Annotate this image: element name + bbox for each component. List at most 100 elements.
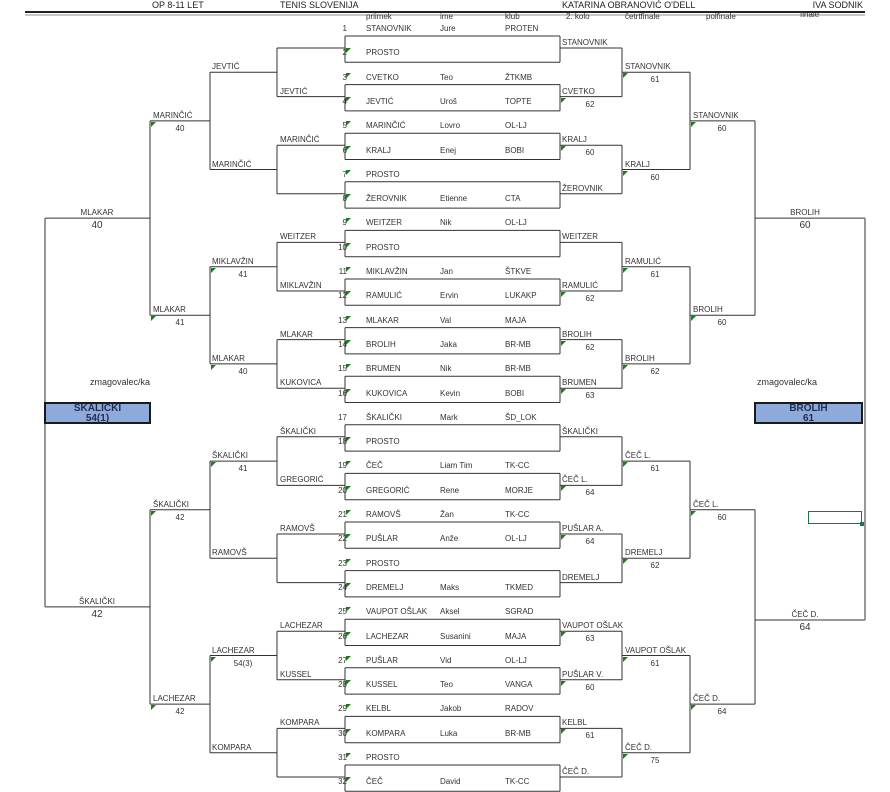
player-club[interactable]: MORJE (505, 485, 533, 495)
right-semifinal-score[interactable]: 64 (717, 707, 727, 717)
right-quarterfinal-score[interactable]: 62 (650, 366, 660, 376)
left-round2-name[interactable]: KUKOVICA (280, 378, 322, 388)
player-club[interactable]: PROTEN (505, 24, 539, 33)
player-first-name[interactable]: Lovro (440, 121, 461, 131)
left-quarterfinal-name[interactable]: KOMPARA (212, 742, 252, 752)
player-club[interactable]: TOPTE (505, 96, 532, 106)
right-round2-name[interactable]: ŠKALIČKI (562, 426, 599, 436)
player-surname[interactable]: CVETKO (366, 72, 399, 82)
player-club[interactable]: MAJA (505, 631, 527, 641)
player-surname[interactable]: PROSTO (366, 169, 400, 179)
left-quarterfinal-name[interactable]: MIKLAVŽIN (212, 256, 254, 266)
left-final-score[interactable]: 40 (91, 220, 103, 232)
left-semifinal-name[interactable]: ŠKALIČKI (153, 499, 190, 509)
player-club[interactable]: MAJA (505, 315, 527, 325)
player-surname[interactable]: MIKLAVŽIN (366, 267, 408, 276)
player-first-name[interactable]: Teo (440, 72, 453, 82)
left-final-score[interactable]: 42 (91, 608, 103, 620)
left-round2-name[interactable]: JEVTIĆ (280, 86, 308, 96)
left-semifinal-score[interactable]: 42 (175, 707, 185, 717)
player-surname[interactable]: JEVTIĆ (366, 96, 394, 106)
left-quarterfinal-score[interactable]: 54(3) (233, 658, 253, 668)
player-surname[interactable]: STANOVNIK (366, 24, 412, 33)
left-round2-name[interactable]: MLAKAR (280, 329, 313, 339)
player-first-name[interactable]: Luka (440, 728, 458, 738)
fill-handle[interactable] (860, 522, 864, 526)
player-first-name[interactable]: Nik (440, 218, 452, 228)
right-semifinal-name[interactable]: BROLIH (693, 305, 723, 315)
right-round2-name[interactable]: KRALJ (562, 135, 587, 145)
right-semifinal-name[interactable]: STANOVNIK (693, 110, 739, 120)
player-surname[interactable]: PROSTO (366, 242, 400, 252)
player-first-name[interactable]: Jakob (440, 704, 462, 714)
player-club[interactable]: ŠD_LOK (505, 412, 537, 422)
player-first-name[interactable]: Susanini (440, 631, 471, 641)
player-first-name[interactable]: David (440, 777, 461, 787)
right-round2-name[interactable]: PUŠLAR A. (562, 524, 604, 533)
left-quarterfinal-name[interactable]: JEVTIĆ (212, 62, 240, 72)
left-final-name[interactable]: ŠKALIČKI (78, 596, 116, 606)
right-quarterfinal-score[interactable]: 61 (650, 464, 660, 474)
right-quarterfinal-score[interactable]: 60 (650, 172, 660, 182)
left-winner-box[interactable]: ŠKALICKI 54(1) (44, 402, 151, 424)
right-round2-name[interactable]: DREMELJ (562, 572, 600, 582)
player-club[interactable]: OL-LJ (505, 534, 527, 544)
player-club[interactable]: CTA (505, 194, 521, 204)
left-quarterfinal-name[interactable]: RAMOVŠ (212, 548, 247, 558)
right-round2-name[interactable]: BRUMEN (562, 378, 597, 388)
player-first-name[interactable]: Nik (440, 364, 452, 374)
right-quarterfinal-score[interactable]: 75 (650, 755, 660, 765)
player-surname[interactable]: GREGORIĆ (366, 485, 410, 495)
left-round2-name[interactable]: ŠKALIČKI (280, 426, 317, 436)
player-club[interactable]: SGRAD (505, 607, 534, 617)
player-club[interactable]: TK-CC (505, 461, 530, 471)
right-quarterfinal-score[interactable]: 62 (650, 561, 660, 571)
right-round2-score[interactable]: 62 (585, 99, 595, 109)
left-semifinal-score[interactable]: 42 (175, 512, 185, 522)
player-surname[interactable]: BRUMEN (366, 364, 401, 374)
right-round2-name[interactable]: ČEČ L. (562, 475, 588, 485)
player-surname[interactable]: KUSSEL (366, 680, 398, 690)
player-first-name[interactable]: Aksel (440, 607, 460, 617)
player-surname[interactable]: WEITZER (366, 218, 402, 228)
right-round2-name[interactable]: ŽEROVNIK (562, 183, 603, 193)
left-round2-name[interactable]: WEITZER (280, 232, 316, 242)
right-final-score[interactable]: 64 (799, 622, 811, 633)
left-quarterfinal-score[interactable]: 41 (238, 464, 248, 474)
right-quarterfinal-score[interactable]: 61 (650, 75, 660, 85)
player-surname[interactable]: ŽEROVNIK (366, 194, 407, 204)
player-surname[interactable]: VAUPOT OŠLAK (366, 607, 428, 617)
player-club[interactable]: LUKAKP (505, 291, 537, 301)
player-surname[interactable]: KUKOVICA (366, 388, 408, 398)
player-first-name[interactable]: Rene (440, 485, 460, 495)
left-round2-name[interactable]: KUSSEL (280, 669, 312, 679)
player-first-name[interactable]: Vid (440, 655, 452, 665)
right-round2-score[interactable]: 60 (585, 148, 595, 158)
player-club[interactable]: TK-CC (505, 777, 530, 787)
left-quarterfinal-name[interactable]: ŠKALIČKI (212, 451, 249, 461)
player-first-name[interactable]: Enej (440, 145, 457, 155)
player-club[interactable]: ŠTKVE (505, 267, 532, 276)
player-surname[interactable]: KRALJ (366, 145, 391, 155)
player-surname[interactable]: MLAKAR (366, 315, 399, 325)
left-quarterfinal-score[interactable]: 41 (238, 269, 248, 279)
right-semifinal-score[interactable]: 60 (717, 512, 727, 522)
player-surname[interactable]: DREMELJ (366, 582, 404, 592)
left-round2-name[interactable]: KOMPARA (280, 718, 320, 728)
player-club[interactable]: OL-LJ (505, 655, 527, 665)
player-first-name[interactable]: Ervin (440, 291, 459, 301)
right-semifinal-name[interactable]: ČEČ D. (693, 694, 721, 704)
right-round2-name[interactable]: WEITZER (562, 232, 598, 242)
left-round2-name[interactable]: RAMOVŠ (280, 524, 315, 533)
player-surname[interactable]: LACHEZAR (366, 631, 409, 641)
player-surname[interactable]: BROLIH (366, 339, 396, 349)
player-club[interactable]: TKMED (505, 582, 533, 592)
player-surname[interactable]: KELBL (366, 704, 391, 714)
right-final-name[interactable]: ČEČ D. (791, 610, 819, 619)
right-semifinal-score[interactable]: 60 (717, 318, 727, 328)
player-club[interactable]: VANGA (505, 680, 533, 690)
left-quarterfinal-name[interactable]: MARINČIĆ (212, 159, 252, 169)
player-surname[interactable]: ŠKALIČKI (366, 412, 403, 422)
right-quarterfinal-name[interactable]: STANOVNIK (625, 62, 671, 72)
right-round2-name[interactable]: CVETKO (562, 86, 595, 96)
